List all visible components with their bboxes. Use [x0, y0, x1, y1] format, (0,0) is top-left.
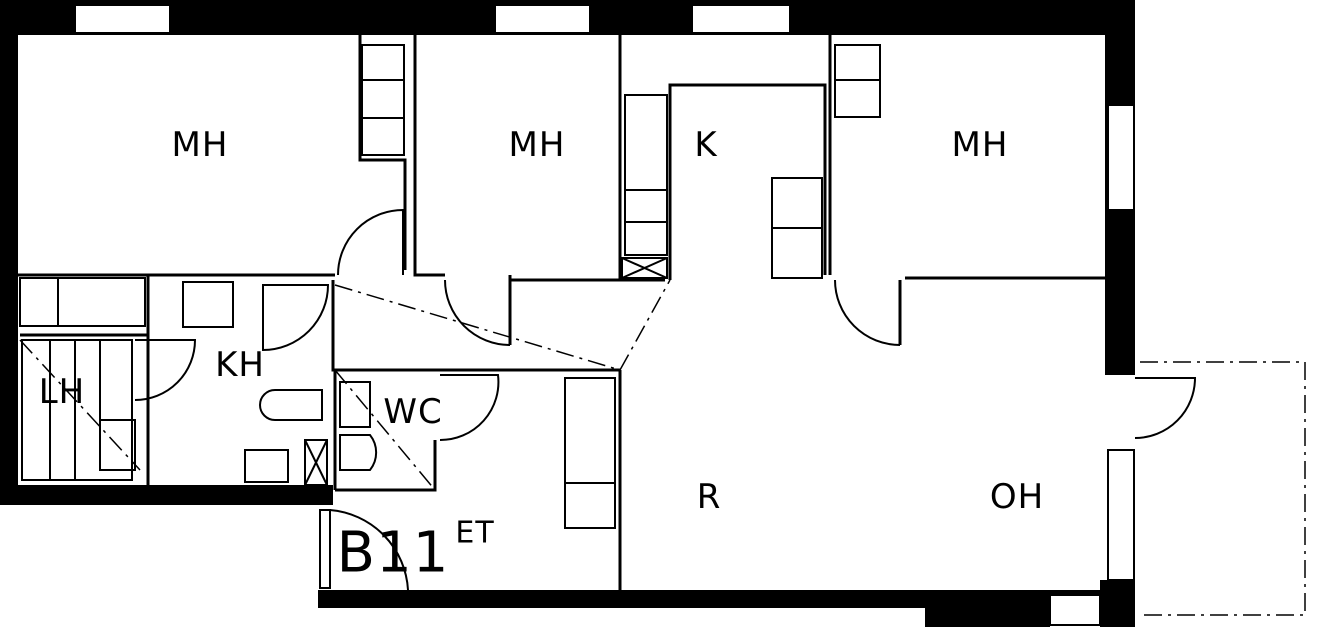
room-label-kh: KH	[215, 345, 265, 385]
room-label-et: ET	[455, 515, 495, 551]
fixtures	[19, 44, 881, 529]
room-label-mh: MH	[508, 125, 566, 165]
room-label-k: K	[694, 125, 718, 165]
dashed-lines	[19, 279, 1306, 616]
room-label-r: R	[696, 477, 722, 517]
doors	[134, 208, 1197, 591]
room-label-wc: WC	[383, 392, 443, 432]
unit-label: B11	[336, 520, 450, 586]
windows	[74, 4, 1135, 626]
exterior-walls	[0, 0, 1135, 627]
room-label-oh: OH	[989, 477, 1045, 517]
interior-walls	[18, 35, 1105, 590]
room-label-lh: LH	[38, 372, 86, 412]
room-label-mh: MH	[951, 125, 1009, 165]
room-label-mh: MH	[171, 125, 229, 165]
